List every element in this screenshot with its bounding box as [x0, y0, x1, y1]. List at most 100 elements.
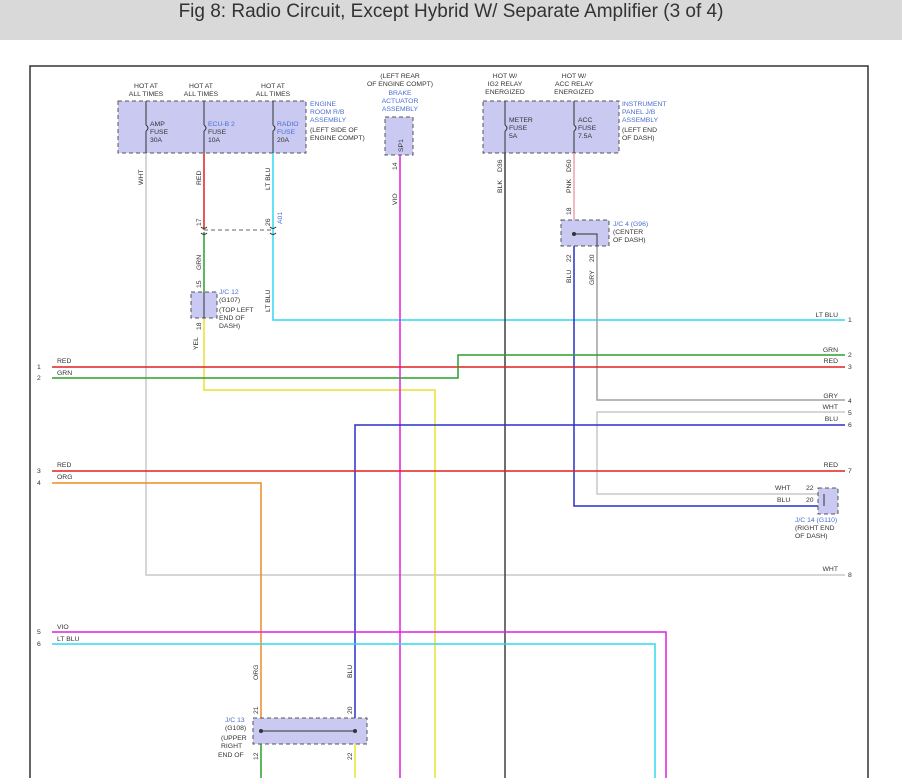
jc4-loc-1: (CENTER	[613, 229, 643, 236]
wire-label-gry-jc4: GRY	[589, 270, 596, 285]
pin-15: 15	[196, 280, 203, 288]
jc12-loc-2: END OF	[219, 315, 245, 322]
right-pin-5: 5	[848, 410, 852, 417]
left-color-1: RED	[57, 358, 71, 365]
hot-label-3b: ALL TIMES	[256, 91, 291, 98]
wire-label-grn: GRN	[196, 255, 203, 270]
fuse-meter-l2: FUSE	[509, 125, 528, 132]
jc4-label: J/C 4 (G96)	[613, 221, 648, 228]
pin-14: 14	[392, 162, 399, 170]
connector-icon	[200, 226, 208, 235]
diagram-frame	[29, 65, 869, 778]
jc14-pin-22: 22	[806, 485, 814, 492]
hot-label-1b: ALL TIMES	[129, 91, 164, 98]
jc12-loc-3: DASH)	[219, 323, 240, 330]
left-color-4: ORG	[57, 474, 72, 481]
jc14-loc-2: OF DASH)	[795, 533, 827, 540]
right-pin-8: 8	[848, 572, 852, 579]
fuse-icon	[203, 124, 207, 132]
wire-blu-6	[354, 424, 845, 720]
left-color-6: LT BLU	[57, 636, 80, 643]
junction-dot	[353, 729, 357, 733]
right-pin-3: 3	[848, 364, 852, 371]
jc4-loc-2: OF DASH)	[613, 237, 645, 244]
left-pin-4: 4	[37, 480, 41, 487]
junction-dot	[572, 232, 576, 236]
brake-label-5: ASSEMBLY	[382, 106, 419, 113]
wire-gry-jc4	[596, 246, 845, 401]
right-pin-4: 4	[848, 398, 852, 405]
fuse-icon	[504, 124, 508, 132]
brake-label-3: BRAKE	[388, 90, 412, 97]
right-color-7: RED	[824, 462, 838, 469]
hot-label-4: HOT W/	[493, 73, 518, 80]
instrument-loc-2: OF DASH)	[622, 135, 654, 142]
fuse-radio-l3: 20A	[277, 137, 290, 144]
fuse-acc-l3: 7.5A	[578, 133, 592, 140]
wire-grn-2	[52, 354, 845, 379]
fuse-ecub2-l2: FUSE	[208, 129, 227, 136]
page-title: Fig 8: Radio Circuit, Except Hybrid W/ S…	[178, 1, 724, 22]
right-color-8: WHT	[823, 566, 838, 573]
hot-label-5: HOT W/	[562, 73, 587, 80]
hot-label-4c: ENERGIZED	[485, 89, 525, 96]
wire-blu-jc4	[573, 246, 818, 507]
right-color-6: BLU	[825, 416, 838, 423]
jc14-box	[817, 487, 839, 515]
wire-label-blu-jc4: BLU	[566, 270, 573, 283]
jc13-loc-1: (UPPER	[221, 735, 247, 742]
title-bar	[0, 0, 902, 40]
hot-label-4b: IG2 RELAY	[488, 81, 523, 88]
hot-label-2b: ALL TIMES	[184, 91, 219, 98]
instrument-loc-1: (LEFT END	[622, 127, 657, 134]
wire-label-wht: WHT	[138, 170, 145, 185]
hot-label-1: HOT AT	[134, 83, 158, 90]
connector-icon	[269, 226, 277, 235]
fuse-acc-l2: FUSE	[578, 125, 597, 132]
fuse-amp-l1: AMP	[150, 121, 165, 128]
hot-label-2: HOT AT	[189, 83, 213, 90]
instrument-label-2: PANEL J/B	[622, 109, 656, 116]
left-pin-6: 6	[37, 641, 41, 648]
fuse-icon	[145, 124, 149, 132]
left-color-2: GRN	[57, 370, 72, 377]
left-pin-2: 2	[37, 375, 41, 382]
instrument-label-3: ASSEMBLY	[622, 117, 659, 124]
pin-22: 22	[566, 254, 573, 262]
engine-room-label-3: ASSEMBLY	[310, 117, 347, 124]
right-pin-7: 7	[848, 468, 852, 475]
right-pin-2: 2	[848, 352, 852, 359]
fuse-meter-l1: METER	[509, 117, 533, 124]
left-color-5: VIO	[57, 624, 69, 631]
right-color-5: WHT	[823, 404, 838, 411]
pin-26: 26	[265, 218, 272, 226]
jc4-box	[560, 219, 610, 247]
wire-label-blk: BLK	[497, 180, 504, 193]
jc12-loc-1: (TOP LEFT	[219, 307, 254, 314]
jc14-label: J/C 14 (G110)	[795, 517, 837, 524]
right-pin-6: 6	[848, 422, 852, 429]
jc14-pin-20: 20	[806, 497, 814, 504]
wire-org-4	[52, 482, 262, 720]
fuse-radio-l1: RADIO	[277, 121, 299, 128]
pin-20: 20	[589, 254, 596, 262]
left-color-3: RED	[57, 462, 71, 469]
wire-label-yel: YEL	[193, 337, 200, 350]
brake-actuator-box	[384, 116, 414, 156]
jc12-label-1: J/C 12	[219, 289, 239, 296]
wire-yel	[203, 318, 436, 778]
fuse-acc-l1: ACC	[578, 117, 592, 124]
junction-dot	[259, 729, 263, 733]
engine-room-loc-2: ENGINE COMPT)	[310, 135, 365, 142]
pin-18: 18	[196, 322, 203, 330]
fuse-amp-l3: 30A	[150, 137, 163, 144]
pin-a01: A01	[277, 212, 284, 224]
jc4-internal	[574, 233, 598, 246]
engine-room-label-2: ROOM R/B	[310, 109, 345, 116]
hot-label-3: HOT AT	[261, 83, 285, 90]
fuse-icon	[573, 124, 577, 132]
wire-wht-amp	[145, 153, 845, 576]
jc13-label-2: (G108)	[225, 725, 246, 732]
brake-label-1: (LEFT REAR	[380, 73, 420, 80]
pin-20b: 20	[347, 706, 354, 714]
